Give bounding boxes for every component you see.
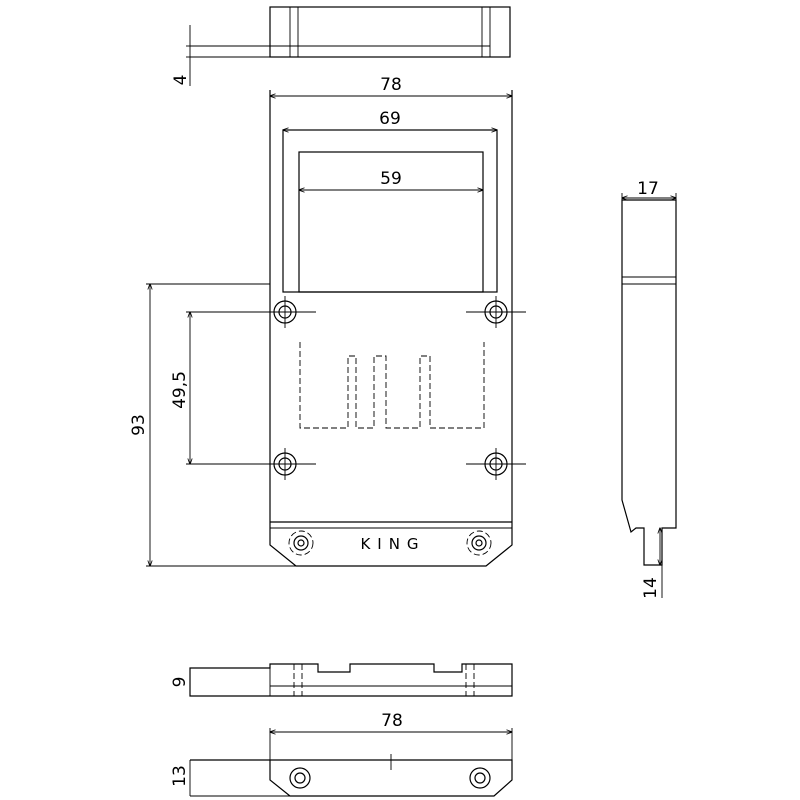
brand-label: KING [360, 535, 425, 553]
mount-hole-top-left [270, 296, 316, 328]
bottom-view-outline [189, 663, 513, 697]
front-view: KING 78 69 59 93 49,5 [129, 75, 526, 566]
side-view: 17 14 [622, 179, 676, 599]
dim-front-width-59: 59 [380, 169, 402, 189]
side-profile [621, 199, 677, 566]
mount-hole-bottom-right [466, 448, 526, 480]
mount-hole-bottom-left [270, 448, 316, 480]
outer-window [282, 129, 498, 293]
mount-hole-top-right [466, 296, 526, 328]
dim-front-width-78: 78 [380, 75, 402, 95]
plate-hole-right [469, 767, 491, 789]
badge-screw-left [288, 530, 314, 556]
dim-bottom-plate-width: 78 [381, 711, 403, 731]
dim-top-thickness: 4 [171, 75, 191, 86]
bottom-view: 9 [170, 663, 513, 697]
dim-side-lip: 14 [641, 577, 661, 599]
plate-hole-left [289, 767, 311, 789]
top-view-outline [269, 6, 511, 58]
dim-front-height-93: 93 [129, 414, 149, 436]
inner-window [298, 151, 484, 293]
dim-bottom-plate-height: 13 [170, 765, 190, 787]
bottom-plate: 78 13 [170, 711, 513, 797]
dim-bottom-height-9: 9 [170, 677, 190, 688]
dim-side-depth: 17 [637, 179, 659, 199]
dim-hole-spacing: 49,5 [170, 371, 190, 409]
top-view: 4 [171, 6, 511, 86]
hidden-slot-outline [299, 342, 485, 429]
dim-front-width-69: 69 [379, 109, 401, 129]
badge-screw-right [466, 530, 492, 556]
front-plate-outline [269, 90, 513, 567]
bottom-plate-outline [190, 759, 513, 797]
